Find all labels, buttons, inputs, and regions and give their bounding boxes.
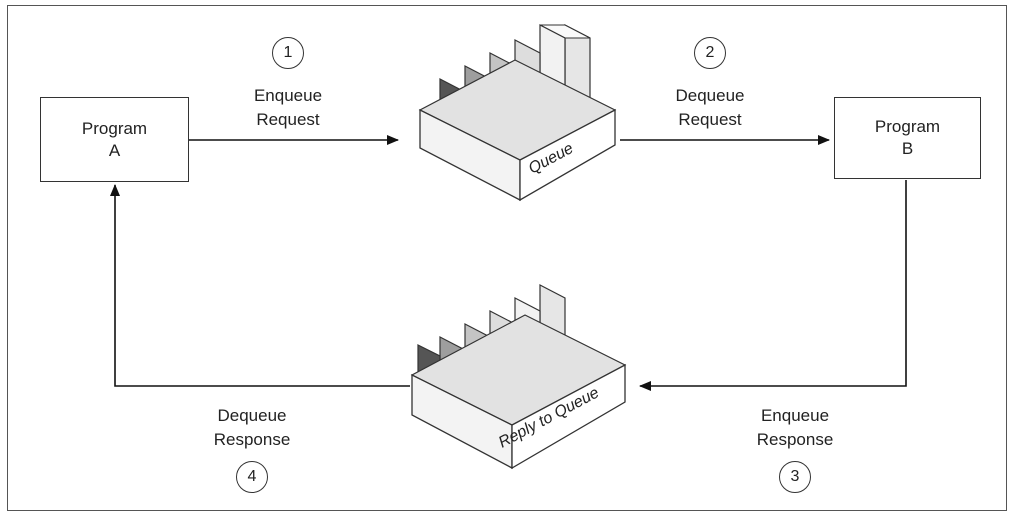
step-3-action: Enqueue	[760, 406, 830, 425]
reply-queue-tray-icon: Reply to Queue	[410, 284, 627, 470]
program-a-label: Program	[81, 118, 148, 138]
step-3-object: Response	[756, 430, 834, 449]
step-2-circle: 2	[694, 37, 726, 69]
step-3-label: Enqueue Response	[720, 404, 870, 452]
step-2-action: Dequeue	[675, 86, 745, 105]
step-4-object: Response	[213, 430, 291, 449]
step-1-action: Enqueue	[253, 86, 323, 105]
step-1-label: Enqueue Request	[213, 84, 363, 132]
arrow-dequeue-response	[110, 184, 410, 387]
step-4-action: Dequeue	[217, 406, 287, 425]
step-2-object: Request	[678, 110, 742, 129]
program-a-box: Program A	[40, 97, 189, 182]
program-a-id: A	[108, 140, 121, 160]
step-2-label: Dequeue Request	[635, 84, 785, 132]
step-3-circle: 3	[779, 461, 811, 493]
step-4-label: Dequeue Response	[177, 404, 327, 452]
step-4-circle: 4	[236, 461, 268, 493]
program-b-label: Program	[874, 117, 941, 136]
arrow-enqueue-response	[639, 180, 907, 391]
step-1-object: Request	[256, 110, 320, 129]
step-1-circle: 1	[272, 37, 304, 69]
program-b-id: B	[901, 139, 914, 158]
queue-tray-icon: Queue	[418, 24, 617, 202]
program-b-box: Program B	[834, 97, 981, 179]
